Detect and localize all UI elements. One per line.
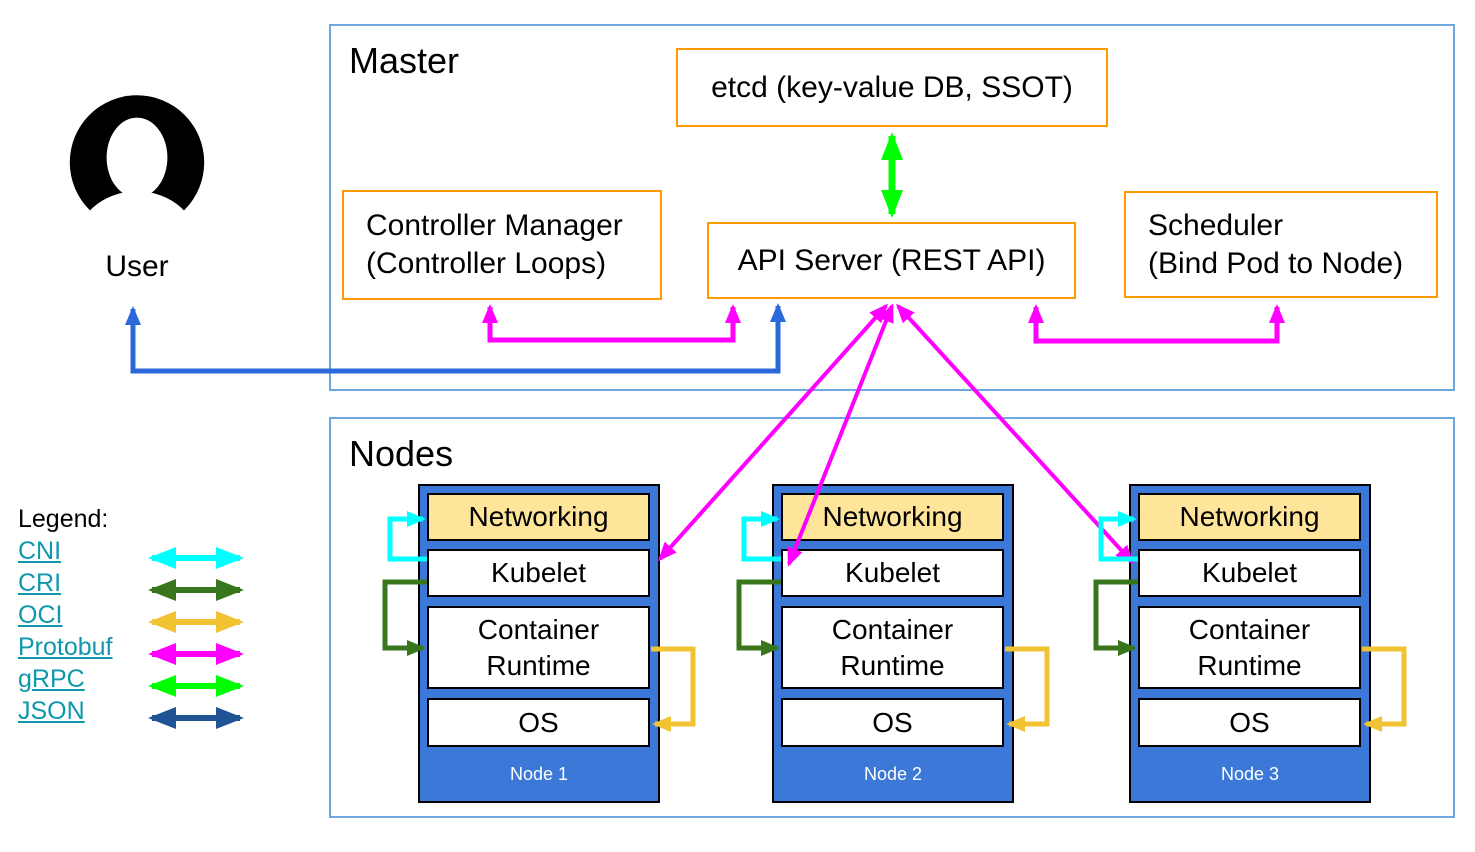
networking-box: Networking <box>781 493 1004 541</box>
kubelet-label: Kubelet <box>845 557 940 588</box>
networking-label: Networking <box>468 501 609 532</box>
networking-box: Networking <box>427 493 650 541</box>
scheduler-box: Scheduler (Bind Pod to Node) <box>1124 191 1438 298</box>
api-server-label: API Server (REST API) <box>737 243 1046 277</box>
networking-label: Networking <box>822 501 963 532</box>
controller-manager-label: Controller Manager (Controller Loops) <box>366 209 623 280</box>
node-2: Networking Kubelet Container Runtime OS … <box>772 484 1014 803</box>
kubelet-box: Kubelet <box>781 549 1004 597</box>
kubelet-label: Kubelet <box>491 557 586 588</box>
node-1: Networking Kubelet Container Runtime OS … <box>418 484 660 803</box>
container-runtime-box: Container Runtime <box>781 606 1004 689</box>
nodes-title: Nodes <box>349 433 454 474</box>
os-label: OS <box>518 706 559 738</box>
container-runtime-box: Container Runtime <box>1138 606 1361 689</box>
legend-link-grpc[interactable]: gRPC <box>18 665 85 693</box>
container-runtime-label: Container Runtime <box>1188 613 1311 681</box>
networking-box: Networking <box>1138 493 1361 541</box>
legend-link-oci[interactable]: OCI <box>18 601 63 629</box>
etcd-box: etcd (key-value DB, SSOT) <box>676 48 1108 127</box>
node-name-label: Node 2 <box>863 763 923 784</box>
legend-link-cri[interactable]: CRI <box>18 569 62 597</box>
os-label: OS <box>1229 706 1270 738</box>
scheduler-label: Scheduler (Bind Pod to Node) <box>1148 208 1404 280</box>
legend: Legend: CNI CRI OCI Protobuf gRPC JSON <box>18 503 113 727</box>
os-box: OS <box>781 698 1004 747</box>
user-label: User <box>105 250 169 283</box>
container-runtime-label: Container Runtime <box>477 613 600 681</box>
kubelet-box: Kubelet <box>427 549 650 597</box>
legend-link-cni[interactable]: CNI <box>18 537 62 565</box>
legend-link-json[interactable]: JSON <box>18 697 85 725</box>
node-name-label: Node 3 <box>1220 763 1280 784</box>
master-title: Master <box>349 40 460 81</box>
user-avatar-icon <box>69 95 205 244</box>
controller-manager-box: Controller Manager (Controller Loops) <box>342 190 662 300</box>
container-runtime-label: Container Runtime <box>831 613 954 681</box>
legend-title: Legend: <box>18 505 109 533</box>
api-server-box: API Server (REST API) <box>707 222 1076 299</box>
os-box: OS <box>1138 698 1361 747</box>
node-3: Networking Kubelet Container Runtime OS … <box>1129 484 1371 803</box>
container-runtime-box: Container Runtime <box>427 606 650 689</box>
node-name-label: Node 1 <box>509 763 569 784</box>
os-label: OS <box>872 706 913 738</box>
networking-label: Networking <box>1179 501 1320 532</box>
etcd-label: etcd (key-value DB, SSOT) <box>711 70 1073 104</box>
kubelet-box: Kubelet <box>1138 549 1361 597</box>
legend-link-protobuf[interactable]: Protobuf <box>18 633 113 661</box>
os-box: OS <box>427 698 650 747</box>
kubelet-label: Kubelet <box>1202 557 1297 588</box>
